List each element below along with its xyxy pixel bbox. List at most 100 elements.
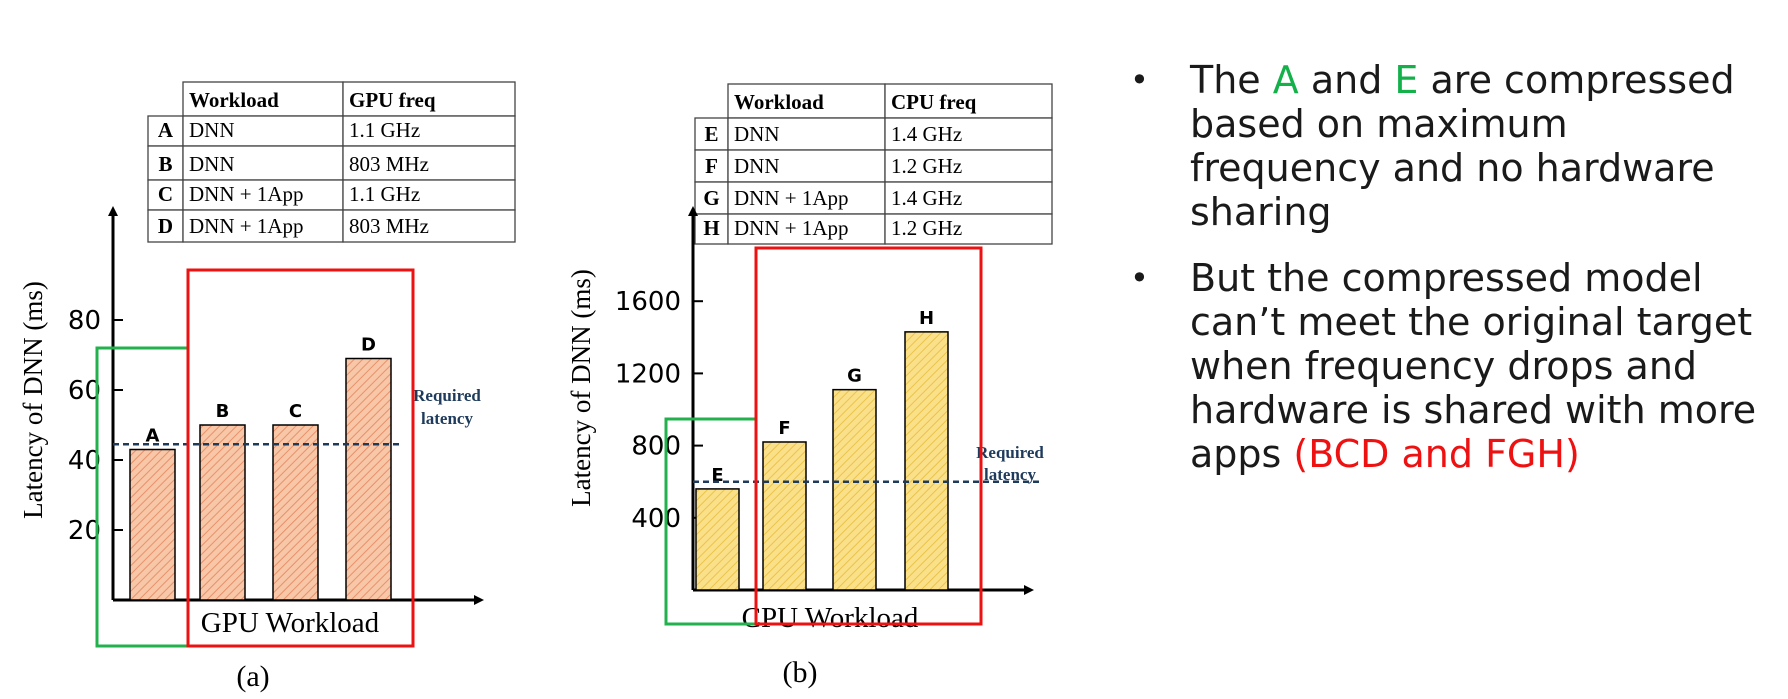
table-cell-text: 1.1 GHz xyxy=(349,118,420,142)
bar xyxy=(272,424,319,601)
table-cell xyxy=(727,117,886,151)
bullet-2: • But the compressed model can’t meet the… xyxy=(1130,256,1770,476)
y-tick-label: 40 xyxy=(68,446,101,476)
chart-b-caption: (b) xyxy=(783,656,818,689)
chart-a-required-label-1: Required xyxy=(413,386,481,405)
table-cell-text: DNN xyxy=(734,154,780,178)
table-cell-text: A xyxy=(158,118,174,142)
chart-a-red-highlight-box xyxy=(186,268,415,648)
bullet-list: • The A and E are compressed based on max… xyxy=(1130,58,1770,498)
bar-label: C xyxy=(289,401,302,422)
chart-b-required-label-2: latency xyxy=(984,465,1036,484)
bar-label: A xyxy=(146,426,160,447)
chart-b-bars xyxy=(695,331,949,591)
table-cell xyxy=(182,179,344,211)
chart-a-xlabel: GPU Workload xyxy=(201,607,380,639)
chart-a-yticks: 20 40 60 80 xyxy=(68,306,123,546)
table-cell xyxy=(884,83,1053,119)
y-tick-label: 60 xyxy=(68,376,101,406)
table-header: CPU freq xyxy=(891,90,977,114)
y-tick-label: 20 xyxy=(68,516,101,546)
bar xyxy=(832,388,877,591)
table-cell xyxy=(727,213,886,245)
chart-a-required-label-2: latency xyxy=(421,409,473,428)
table-cell-text: 1.4 GHz xyxy=(891,122,962,146)
table-cell-text: E xyxy=(704,122,718,146)
bar-label: G xyxy=(847,366,862,387)
bar-label: B xyxy=(216,401,230,422)
table-cell xyxy=(147,209,184,243)
bar xyxy=(129,448,176,601)
table-cell xyxy=(342,115,516,147)
table-header: Workload xyxy=(189,88,279,112)
table-cell-text: DNN + 1App xyxy=(189,214,304,238)
chart-a-bars xyxy=(129,357,392,601)
bar xyxy=(199,424,246,601)
bar-label: D xyxy=(361,335,376,356)
table-cell-text: 1.4 GHz xyxy=(891,186,962,210)
table-cell-text: 803 MHz xyxy=(349,152,429,176)
chart-a-ylabel: Latency of DNN (ms) xyxy=(18,281,48,519)
table-cell-text: 803 MHz xyxy=(349,214,429,238)
bullet-dot-icon: • xyxy=(1130,61,1149,99)
table-header: GPU freq xyxy=(349,88,436,112)
table-header: Workload xyxy=(734,90,824,114)
y-tick-label: 400 xyxy=(631,504,681,534)
table-cell-text: 1.1 GHz xyxy=(349,182,420,206)
chart-b-xlabel: CPU Workload xyxy=(742,602,919,634)
y-tick-label: 80 xyxy=(68,306,101,336)
table-cell-text: 1.2 GHz xyxy=(891,216,962,240)
table-cell-text: DNN + 1App xyxy=(189,182,304,206)
table-cell xyxy=(727,149,886,183)
chart-b-yticks: 400 800 1200 1600 xyxy=(615,287,703,534)
bar xyxy=(345,357,392,601)
table-cell xyxy=(342,81,516,117)
table-cell xyxy=(884,213,1053,245)
bar-label: H xyxy=(919,308,934,329)
table-cell-text: DNN + 1App xyxy=(734,216,849,240)
chart-b-required-label-1: Required xyxy=(976,443,1044,462)
bullet-2-text: But the compressed model can’t meet the … xyxy=(1190,256,1757,476)
bullet-dot-icon: • xyxy=(1130,259,1149,297)
y-tick-label: 1200 xyxy=(615,359,681,389)
table-cell-text: F xyxy=(705,154,718,178)
y-tick-label: 1600 xyxy=(615,287,681,317)
table-cell-text: B xyxy=(158,152,172,176)
table-cell xyxy=(884,117,1053,151)
bar-label: F xyxy=(778,418,790,439)
chart-a-bar-labels: A B C D xyxy=(146,335,376,447)
chart-b-ylabel: Latency of DNN (ms) xyxy=(566,269,596,507)
table-cell xyxy=(694,181,729,215)
table-cell-text: D xyxy=(158,214,173,238)
bar xyxy=(762,441,807,591)
table-cell xyxy=(884,149,1053,183)
table-cell-text: DNN xyxy=(189,152,235,176)
table-cell-text: C xyxy=(158,182,173,206)
table-cell xyxy=(342,209,516,243)
table-cell-text: DNN xyxy=(189,118,235,142)
table-cell xyxy=(182,81,344,117)
bullet-1-text-2: and xyxy=(1298,58,1395,102)
bullet-2-highlight: (BCD and FGH) xyxy=(1293,432,1580,476)
y-tick-label: 800 xyxy=(631,432,681,462)
table-cell-text: DNN xyxy=(734,122,780,146)
table-cell xyxy=(342,179,516,211)
table-cell xyxy=(342,145,516,181)
bullet-1-highlight-e: E xyxy=(1394,58,1419,102)
table-cell xyxy=(182,209,344,243)
bar xyxy=(695,488,740,591)
table-cell-text: 1.2 GHz xyxy=(891,154,962,178)
table-cell xyxy=(694,149,729,183)
table-cell xyxy=(694,213,729,245)
bullet-1-text-1: The xyxy=(1190,58,1273,102)
bullet-1: • The A and E are compressed based on max… xyxy=(1130,58,1770,234)
bullet-1-text-3: are compressed based on maximum frequenc… xyxy=(1190,58,1735,234)
bullet-1-highlight-a: A xyxy=(1272,58,1299,102)
table-cell-text: DNN + 1App xyxy=(734,186,849,210)
